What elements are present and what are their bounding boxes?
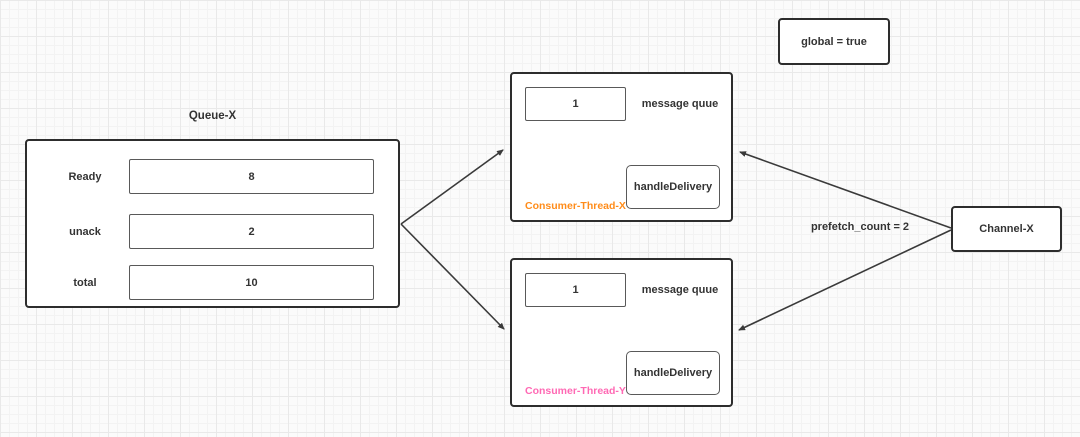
consumer-x-message-queue-label: message quue (641, 98, 719, 110)
connector-queue-to-consumer-x (400, 149, 504, 225)
connector-channel-to-consumer-y (738, 229, 952, 331)
consumer-thread-x-node: 1 message quue handleDelivery Consumer-T… (510, 72, 733, 222)
queue-row-label: total (73, 276, 97, 289)
consumer-y-message-queue-label: message quue (641, 284, 719, 296)
consumer-x-handler: handleDelivery (626, 165, 720, 209)
consumer-y-handler: handleDelivery (626, 351, 720, 395)
queue-row-value: 8 (129, 159, 374, 194)
queue-title: Queue-X (188, 110, 237, 122)
connector-queue-to-consumer-y (400, 223, 505, 330)
queue-row-label: unack (69, 225, 101, 238)
queue-node: Ready 8 unack 2 total 10 (25, 139, 400, 308)
channel-node: Channel-X (951, 206, 1062, 252)
consumer-y-slot: 1 (525, 273, 626, 307)
consumer-x-name: Consumer-Thread-X (525, 200, 626, 212)
queue-row-value: 10 (129, 265, 374, 300)
prefetch-count-label: prefetch_count = 2 (810, 221, 910, 233)
connector-channel-to-consumer-x (739, 151, 952, 229)
consumer-y-name: Consumer-Thread-Y (525, 385, 626, 397)
consumer-x-slot: 1 (525, 87, 626, 121)
queue-row-label: Ready (68, 170, 102, 183)
queue-row-value: 2 (129, 214, 374, 249)
global-note-node: global = true (778, 18, 890, 65)
consumer-thread-y-node: 1 message quue handleDelivery Consumer-T… (510, 258, 733, 407)
